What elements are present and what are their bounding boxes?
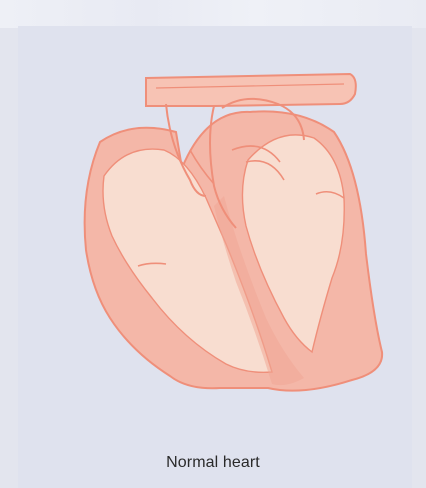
aorta-band	[146, 74, 356, 106]
figure-caption: Normal heart	[0, 454, 426, 472]
